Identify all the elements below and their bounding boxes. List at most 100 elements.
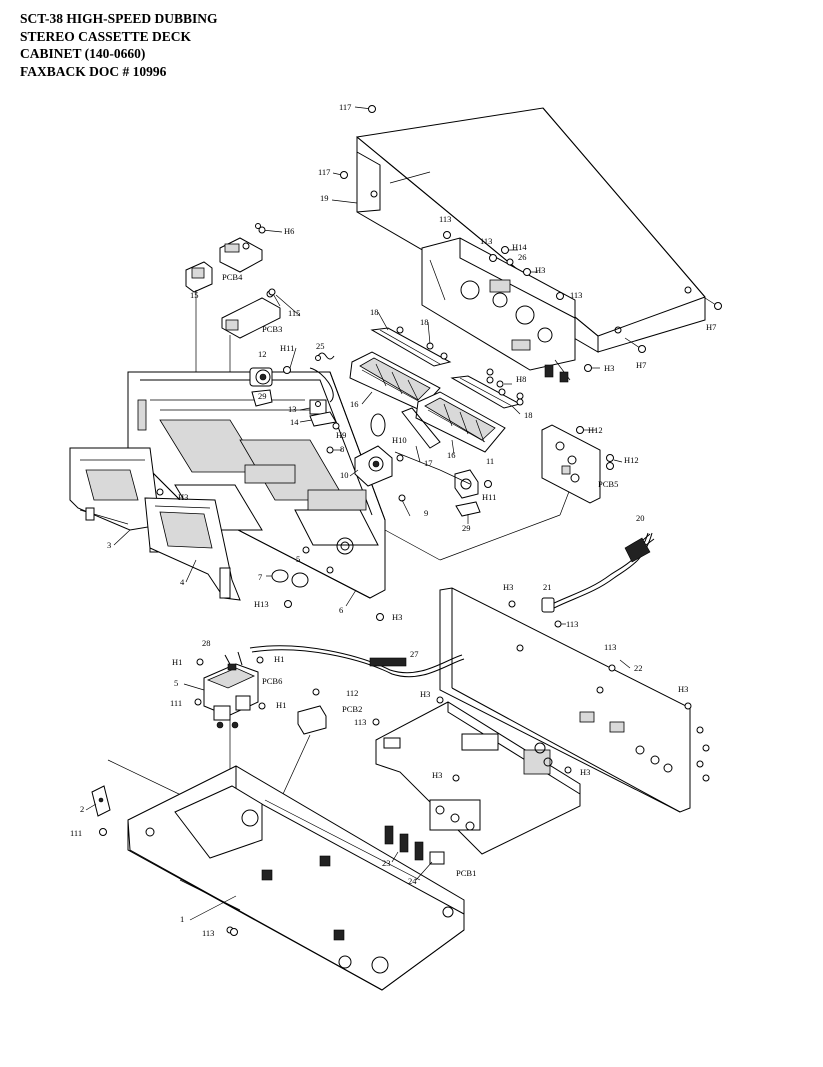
label-112: 112 [346, 688, 358, 698]
label-h3-pcb1-top: H3 [420, 689, 430, 699]
screw-9 [398, 494, 406, 502]
label-113-pcb1: 113 [354, 717, 366, 727]
label-18-c: 18 [524, 410, 533, 420]
callout-labels: 117 117 19 H6 PCB4 15 115 PCB3 113 113 H… [70, 102, 716, 938]
label-113-a: 113 [439, 214, 451, 224]
screw-113-rear-b [608, 664, 616, 672]
screw-h3-pcb1-top [436, 696, 444, 704]
label-18-b: 18 [420, 317, 429, 327]
label-h12-lower: H12 [624, 455, 639, 465]
cassette-door-4 [144, 497, 241, 601]
screw-26 [506, 258, 514, 266]
label-117-upper: 117 [339, 102, 351, 112]
label-11: 11 [486, 456, 494, 466]
label-28: 28 [202, 638, 211, 648]
title-line-product: STEREO CASSETTE DECK [20, 28, 192, 44]
label-111-foot: 111 [70, 828, 82, 838]
label-113-chassis: 113 [202, 928, 214, 938]
screw-h14 [501, 246, 518, 254]
label-h11-lower: H11 [482, 492, 496, 502]
ribbon-cable-27 [249, 645, 465, 678]
label-16-left: 16 [350, 399, 359, 409]
drive-belt-h10 [370, 413, 386, 437]
pcb1-main-board [375, 701, 581, 865]
screw-h6 [255, 223, 283, 234]
screw-h3-door [156, 488, 164, 496]
label-pcb1: PCB1 [456, 868, 476, 878]
screw-h13-front [284, 600, 292, 608]
bracket-11 [454, 469, 479, 499]
label-h3-pcb1-mid: H3 [432, 770, 442, 780]
screw-mech-h10 [396, 454, 404, 462]
label-h1-left: H1 [172, 657, 182, 667]
screw-h1-left [196, 658, 204, 666]
screw-111-foot [99, 828, 107, 836]
label-pcb3: PCB3 [262, 324, 282, 334]
label-h3-pcb1-right: H3 [580, 767, 590, 777]
screw-h7-right [704, 297, 722, 310]
pcb2-module [297, 705, 327, 735]
head-bracket-18-upper [370, 326, 452, 367]
label-29-lower: 29 [462, 523, 471, 533]
label-h9: H9 [336, 430, 346, 440]
screw-h11-lower [484, 480, 492, 488]
rear-panel-22 [439, 587, 691, 813]
screw-h1-lower [258, 702, 266, 710]
label-h3-door: H3 [178, 492, 188, 502]
label-111-pcb6: 111 [170, 698, 182, 708]
spring-25 [309, 352, 335, 403]
label-h6: H6 [284, 226, 294, 236]
tape-mechanism-assembly [421, 237, 576, 383]
label-6: 6 [339, 605, 343, 615]
document-title-block: SCT-38 HIGH-SPEED DUBBING STEREO CASSETT… [20, 10, 218, 80]
screw-113-mech-a [443, 231, 451, 239]
label-115: 115 [288, 308, 300, 318]
label-pcb6: PCB6 [262, 676, 282, 686]
label-h3-rear-group: H3 [678, 684, 688, 694]
motor-12 [249, 367, 273, 387]
label-h7-right: H7 [706, 322, 716, 332]
label-h7-bottom: H7 [636, 360, 646, 370]
screw-h12-upper [576, 426, 596, 434]
bracket-29-upper [251, 389, 273, 407]
screw-h3-pcb1-right [564, 766, 572, 774]
knob-7 [266, 569, 309, 588]
label-113-rear: 113 [566, 619, 578, 629]
screw-113-pcb1 [372, 718, 380, 726]
label-17: 17 [424, 458, 433, 468]
label-pcb5: PCB5 [598, 479, 618, 489]
label-113-rear-b: 113 [604, 642, 616, 652]
strain-relief-21 [541, 597, 555, 613]
label-21: 21 [543, 582, 552, 592]
screw-113-rear [554, 620, 566, 628]
label-h3-mech: H3 [535, 265, 545, 275]
screw-h3-rear-top [508, 600, 516, 608]
screw-112 [312, 688, 320, 696]
label-pcb2: PCB2 [342, 704, 362, 714]
connector-28 [224, 651, 243, 671]
label-h3-rear-top: H3 [503, 582, 513, 592]
head-bracket-18-lower [450, 375, 524, 409]
screw-h7-bottom [624, 337, 646, 353]
label-8: 8 [340, 444, 344, 454]
screw-117-side [332, 171, 348, 179]
label-4: 4 [180, 577, 185, 587]
label-1: 1 [180, 914, 184, 924]
cassette-holder-16-right [415, 391, 506, 453]
screw-h8-group [486, 368, 524, 400]
screw-113-mech-b [489, 254, 497, 262]
label-26: 26 [518, 252, 527, 262]
label-pcb4: PCB4 [222, 272, 243, 282]
label-h12-upper: H12 [588, 425, 603, 435]
label-15: 15 [190, 290, 199, 300]
bracket-29-lower [455, 501, 481, 517]
label-22: 22 [634, 663, 643, 673]
label-113-b: 113 [480, 236, 492, 246]
screw-115 [268, 288, 281, 307]
switch-13 [309, 399, 327, 415]
screw-h3-front-bottom [376, 613, 384, 621]
label-5-knob: 5 [296, 554, 300, 564]
screw-117-upper [354, 105, 376, 113]
label-h3-front-bottom: H3 [392, 612, 402, 622]
bracket-15 [185, 261, 213, 293]
